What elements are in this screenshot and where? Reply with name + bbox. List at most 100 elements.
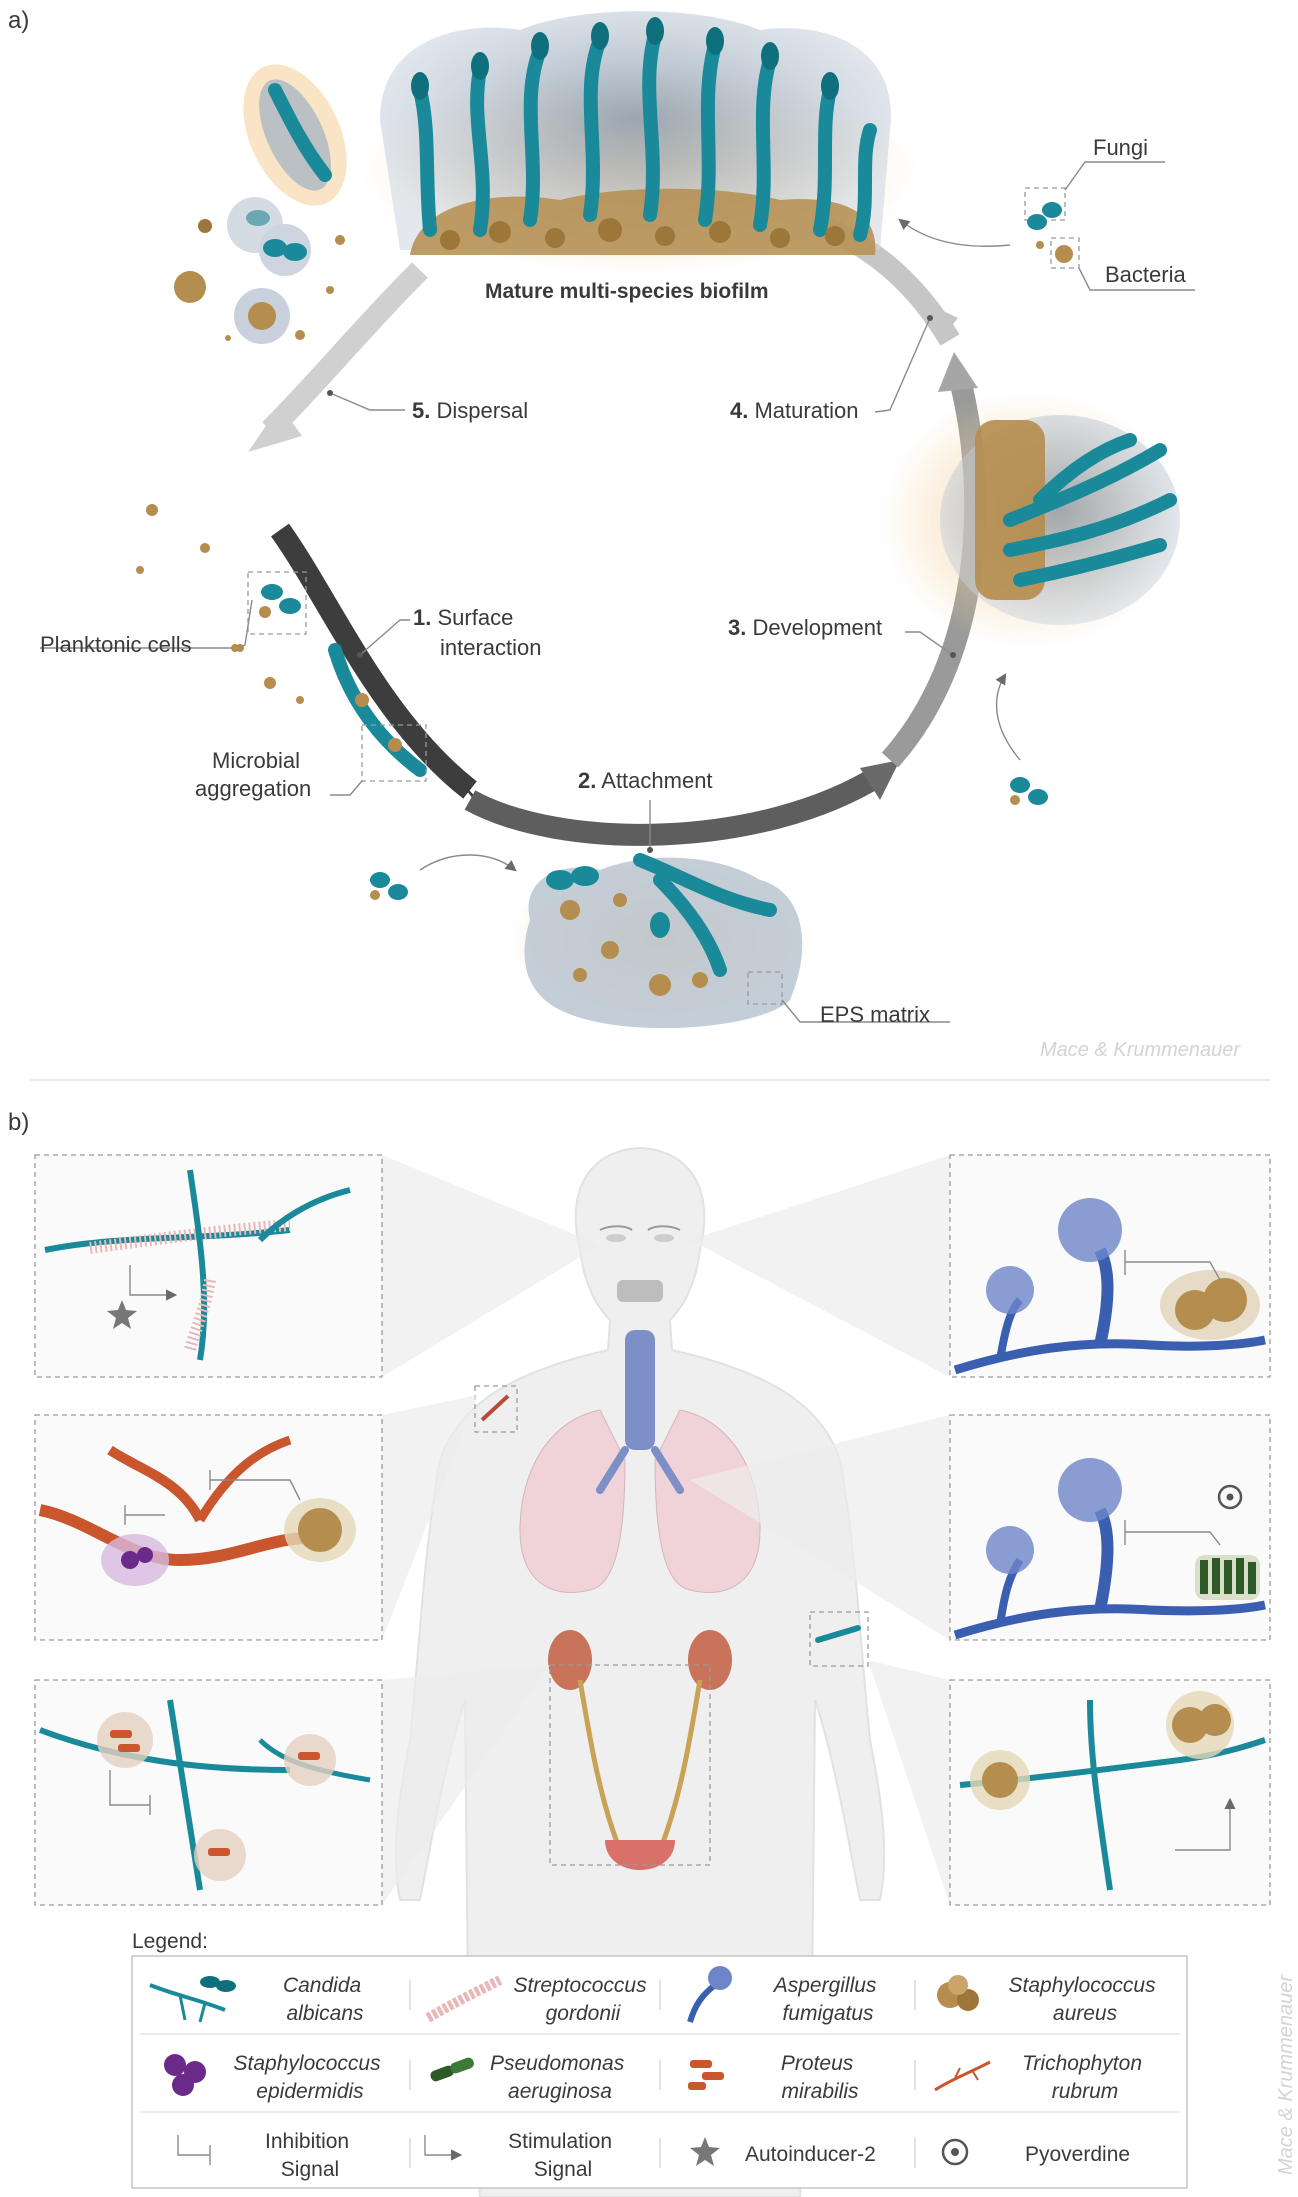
svg-text:Trichophyton rubrum: Trichophyton rubrum (1022, 2052, 1148, 2103)
stage-1-num: 1. (413, 605, 431, 630)
stage-2-attachment: 2. Attachment (578, 768, 713, 853)
stage-3-text: Development (752, 615, 882, 640)
trichophyton-rubrum-icon (934, 2060, 991, 2092)
legend-proteus-l2: mirabilis (781, 2080, 859, 2103)
attachment-arrowhead (860, 760, 900, 800)
proteus-mirabilis-icon (688, 2060, 724, 2090)
surface-interaction-arrow (271, 523, 477, 799)
autoinducer-2-icon (690, 2137, 720, 2166)
svg-text:Stimulation Signal: Stimulation Signal (508, 2130, 618, 2181)
svg-text:5. Dispersal: 5. Dispersal (412, 398, 528, 423)
planktonic-cells-label: Planktonic cells (40, 632, 192, 657)
fungi-bacteria-key (898, 161, 1195, 291)
legend-pseudomonas-l2: aeruginosa (508, 2080, 612, 2103)
svg-text:Staphylococcus aureus: Staphylococcus aureus (1009, 1974, 1162, 2025)
stage-4-maturation: 4. Maturation (730, 315, 933, 423)
bacteria-label: Bacteria (1105, 262, 1186, 287)
mature-biofilm-illustration (360, 11, 920, 275)
svg-text:Candida albicans: Candida albicans (283, 1974, 367, 2025)
stage-1-text-2: interaction (440, 635, 542, 660)
planktonic-cells-illustration (40, 504, 427, 796)
staphylococcus-epidermidis-icon (164, 2054, 206, 2096)
stage-3-development: 3. Development (728, 615, 956, 658)
legend-stimulation-l2: Signal (534, 2158, 592, 2181)
dispersed-cells (174, 64, 347, 344)
aspergillus-fumigatus-icon (687, 1966, 732, 2023)
panel-b-credit: Mace & Krummenauer (1275, 1974, 1297, 2175)
dispersal-arrow-segment (262, 262, 428, 438)
stage-1-surface-interaction: 1. Surface interaction (357, 605, 542, 660)
legend-trichophyton-l2: rubrum (1052, 2080, 1119, 2103)
inset-urinary-candida-proteus (34, 1665, 550, 1906)
stage-1-text: Surface (437, 605, 513, 630)
legend-pseudomonas-l1: Pseudomonas (490, 2052, 625, 2075)
stage-3-num: 3. (728, 615, 746, 640)
svg-text:2. Attachment: 2. Attachment (578, 768, 713, 793)
inhibition-signal-icon (177, 2135, 211, 2165)
legend: Legend: Candida albicans S (131, 1930, 1188, 2189)
pseudomonas-aeruginosa-icon (430, 2057, 474, 2082)
stage-2-num: 2. (578, 768, 596, 793)
legend-proteus-l1: Proteus (781, 2052, 854, 2075)
streptococcus-gordonii-icon (425, 1975, 503, 2023)
panel-b-letter: b) (8, 1109, 29, 1136)
svg-text:Pseudomonas aeruginosa: Pseudomonas aeruginosa (490, 2052, 630, 2103)
dispersal-arrowhead (248, 405, 302, 452)
maturation-arrowhead (920, 300, 958, 340)
legend-inhibition-l1: Inhibition (265, 2130, 349, 2153)
aggregation-label-2: aggregation (195, 776, 311, 801)
panel-a-credit: Mace & Krummenauer (1040, 1039, 1241, 1061)
legend-pyoverdine: Pyoverdine (1025, 2143, 1130, 2166)
development-arrowhead (938, 352, 978, 392)
lifecycle-cycle (248, 214, 987, 846)
legend-staph-epidermidis-l1: Staphylococcus (234, 2052, 382, 2075)
stage-5-num: 5. (412, 398, 430, 423)
legend-streptococcus-l1: Streptococcus (514, 1974, 648, 1997)
legend-aspergillus-l1: Aspergillus (772, 1974, 877, 1997)
legend-staph-aureus-l1: Staphylococcus (1009, 1974, 1157, 1997)
legend-title: Legend: (132, 1930, 208, 1953)
svg-text:Staphylococcus epidermid: Staphylococcus epidermidis (234, 2052, 387, 2103)
panel-a-letter: a) (8, 7, 29, 34)
stage-2-text: Attachment (601, 768, 712, 793)
attachment-biofilm-illustration (370, 673, 1048, 1029)
stage-5-text: Dispersal (436, 398, 528, 423)
development-biofilm-illustration (880, 390, 1180, 650)
svg-text:4. Maturation: 4. Maturation (730, 398, 858, 423)
inset-catheter-candida-staphylococcus (868, 1660, 1271, 1906)
stage-5-dispersal: 5. Dispersal (327, 390, 528, 423)
pyoverdine-icon (941, 2138, 969, 2166)
eps-matrix-label: EPS matrix (820, 1002, 930, 1027)
legend-streptococcus-l2: gordonii (546, 2002, 622, 2025)
legend-trichophyton-l1: Trichophyton (1022, 2052, 1142, 2075)
inset-lung-aspergillus-pseudomonas (690, 1414, 1271, 1641)
svg-text:Streptococcus gordonii: Streptococcus gordonii (514, 1974, 653, 2025)
svg-text:Proteus mirabilis: Proteus mirabilis (781, 2052, 859, 2103)
legend-candida-l1: Candida (283, 1974, 361, 1997)
legend-inhibition-l2: Signal (281, 2158, 339, 2181)
inset-lung-aspergillus-staphylococcus (690, 1154, 1271, 1378)
legend-stimulation-l1: Stimulation (508, 2130, 612, 2153)
inset-oral-candida-streptococcus (34, 1154, 600, 1378)
stage-4-text: Maturation (754, 398, 858, 423)
svg-text:Aspergillus fumigatus: Aspergillus fumigatus (772, 1974, 883, 2025)
stage-4-num: 4. (730, 398, 748, 423)
inset-skin-trichophyton (34, 1395, 478, 1641)
legend-staph-epidermidis-l2: epidermidis (256, 2080, 364, 2103)
svg-text:1. Surface: 1. Surface (413, 605, 513, 630)
legend-staph-aureus-l2: aureus (1053, 2002, 1118, 2025)
svg-text:3. Development: 3. Development (728, 615, 882, 640)
aggregation-label-1: Microbial (212, 748, 300, 773)
mature-biofilm-title: Mature multi-species biofilm (485, 280, 769, 303)
legend-autoinducer: Autoinducer-2 (745, 2143, 876, 2166)
legend-aspergillus-l2: fumigatus (782, 2002, 874, 2025)
svg-text:Inhibition Signal: Inhibition Signal (265, 2130, 355, 2181)
staphylococcus-aureus-icon (937, 1975, 979, 2011)
candida-albicans-icon (149, 1976, 236, 2023)
legend-candida-l2: albicans (286, 2002, 364, 2025)
human-body-illustration (394, 1146, 886, 2197)
attachment-arrow (464, 765, 886, 846)
fungi-label: Fungi (1093, 135, 1148, 160)
stimulation-signal-icon (424, 2135, 463, 2161)
